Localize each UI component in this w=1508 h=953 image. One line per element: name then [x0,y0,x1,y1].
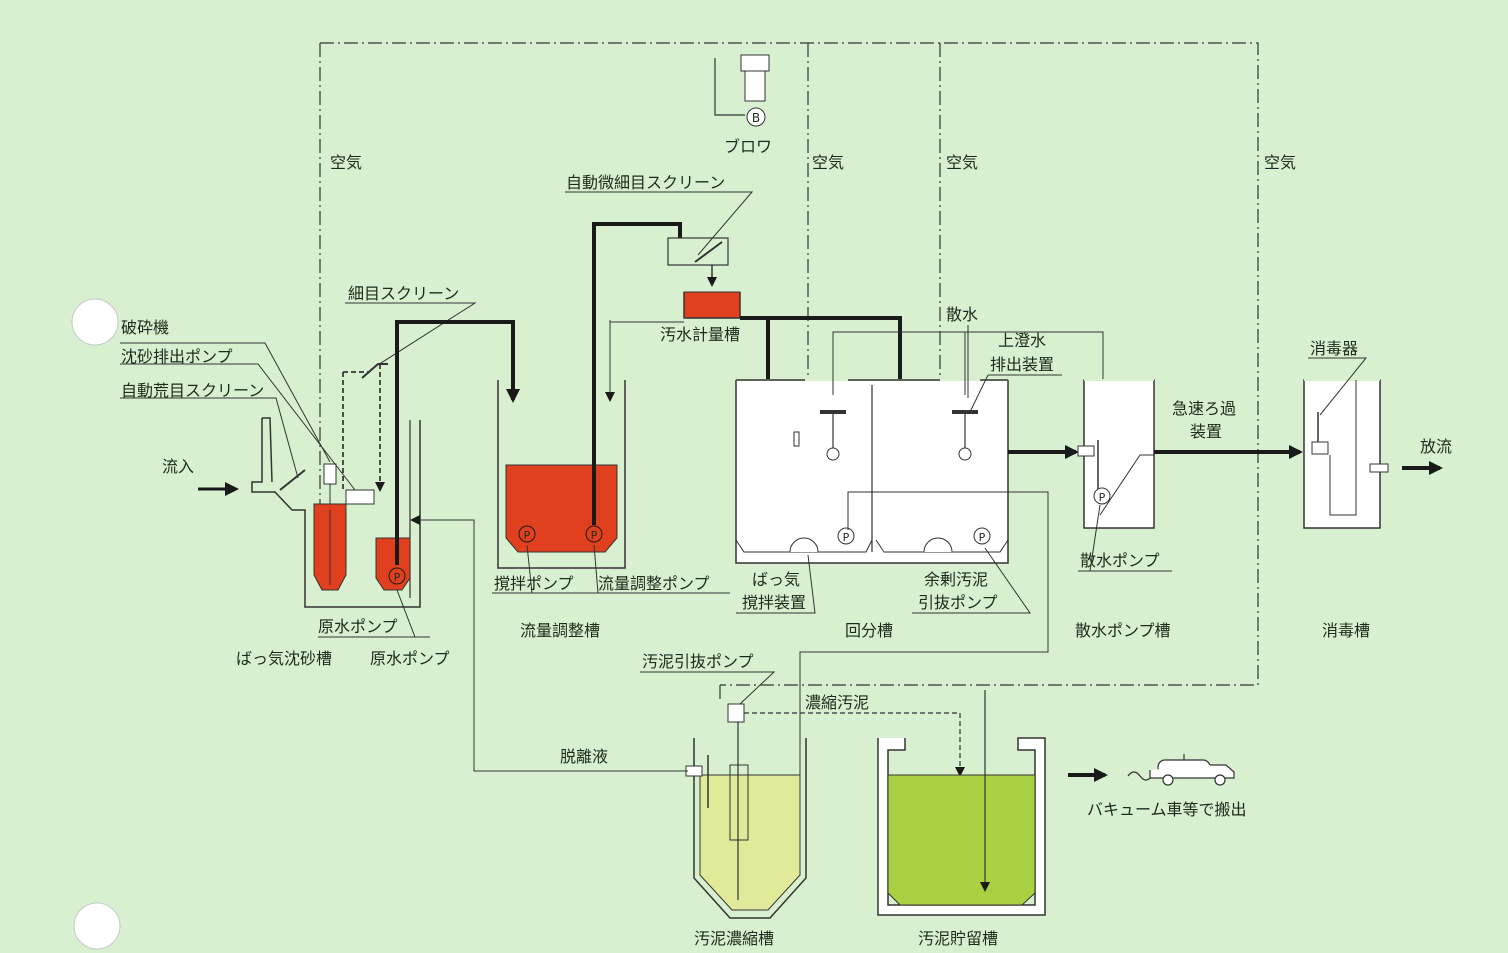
spray-label: 散水 [946,305,978,324]
grit-tank: P [251,417,421,608]
storage-tank-label: 汚泥貯留槽 [918,929,998,948]
flow-pipe [592,222,687,525]
spray-pump-label: 散水ポンプ [1080,551,1160,570]
auto-fine-screen [565,191,754,287]
stir-pump-icon [518,525,536,543]
air-label-2: 空気 [812,153,844,172]
flow-adjustment-tank: P P [497,320,626,569]
blower-icon [746,107,766,127]
svg-text:P: P [1099,491,1106,504]
stir-pump-label: 撹拌ポンプ [494,574,574,593]
air-lines [319,42,1259,700]
blower: B ブロワ [714,54,772,156]
spray-pump-tank: P [1077,379,1155,529]
disinfector-label: 消毒器 [1310,339,1358,358]
flow-adj-tank-label: 流量調整槽 [520,621,600,640]
thickener-tank-label: 汚泥濃縮槽 [694,929,774,948]
aeration-label-1: ばっ気 [752,570,800,589]
binder-hole-bottom [73,902,121,950]
spray-pump-tank-label: 散水ポンプ槽 [1075,621,1171,640]
vacuum-truck-icon [1127,754,1235,786]
svg-text:P: P [979,531,986,544]
fine-screen [342,363,388,492]
supernatant-label-2: 排出装置 [990,355,1054,374]
aeration-label-2: 撹拌装置 [742,593,806,612]
inflow-label: 流入 [162,457,194,476]
svg-text:P: P [591,529,598,542]
raw-water-pipe [395,320,520,565]
raw-pump-icon [388,567,406,585]
disinfection-tank [1303,357,1389,529]
batch-feed-pipe-b [740,316,907,401]
thickened-sludge-label: 濃縮汚泥 [805,693,869,712]
sludge-storage-tank [877,690,1046,916]
blower-label: ブロワ [724,137,772,156]
batch-tank-label: 回分槽 [845,621,893,640]
air-label-3: 空気 [946,153,978,172]
flow-adj-pump-label: 流量調整ポンプ [598,574,710,593]
excess-sludge-pump-icon [973,527,991,545]
svg-text:P: P [394,571,401,584]
sludge-thickener [685,703,807,919]
disinfection-tank-label: 消毒槽 [1322,621,1370,640]
metering-tank-label: 汚水計量槽 [660,325,740,344]
discharge-label: 放流 [1420,437,1452,456]
supernatant-label-1: 上澄水 [998,331,1046,350]
fine-screen-label: 細目スクリーン [348,284,459,303]
batch-pump-icon-a [837,527,855,545]
spray-pump-icon [1093,487,1111,505]
vacuum-truck-label: バキューム車等で搬出 [1087,800,1247,819]
rapid-filter-label-1: 急速ろ過 [1172,399,1236,418]
binder-hole-top [71,298,119,346]
excess-sludge-label-1: 余剰汚泥 [924,570,988,589]
sludge-pump-label: 汚泥引抜ポンプ [642,652,754,671]
auto-fine-screen-label: 自動微細目スクリーン [566,173,725,192]
rapid-filter-label-2: 装置 [1190,422,1222,441]
crusher-label: 破砕機 [121,318,169,337]
sand-pump-label: 沈砂排出ポンプ [121,347,233,366]
air-label-4: 空気 [1264,153,1296,172]
svg-text:P: P [524,529,531,542]
svg-text:P: P [843,531,850,544]
auto-coarse-screen-label: 自動荒目スクリーン [121,381,264,400]
svg-text:B: B [752,111,760,125]
thickened-sludge-pipe [744,712,965,777]
excess-sludge-label-2: 引抜ポンプ [918,593,998,612]
metering-tank [683,291,741,319]
left-leader-lines [120,302,477,491]
separated-liquid-pipe [410,515,688,772]
raw-pump-label-a: 原水ポンプ [318,617,398,636]
grit-tank-label: ばっ気沈砂槽 [236,649,332,668]
air-label-1: 空気 [330,153,362,172]
flow-adj-pump-icon [585,525,603,543]
raw-pump-label-b: 原水ポンプ [370,649,450,668]
separated-liquid-label: 脱離液 [560,747,608,766]
